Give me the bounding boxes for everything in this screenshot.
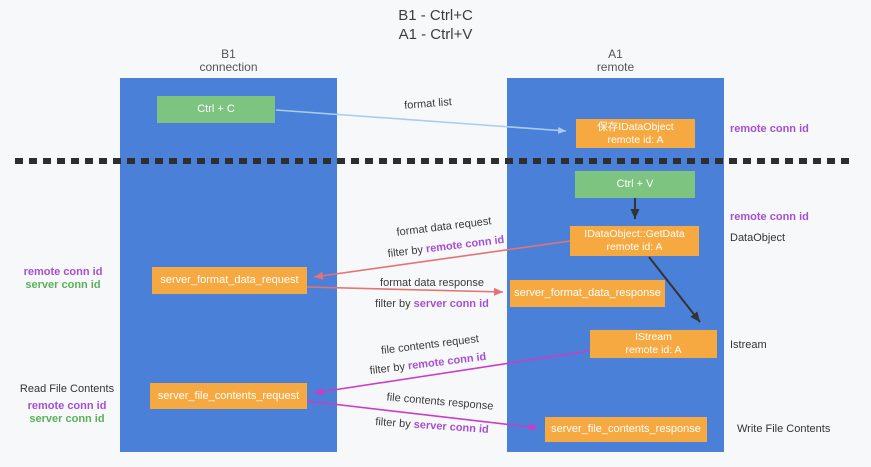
column-header-a1: A1 remote — [507, 48, 724, 74]
istream-line2: remote id: A — [625, 344, 682, 356]
remote-conn-id-text: remote conn id — [425, 233, 505, 256]
istream-line1: IStream — [635, 331, 672, 343]
server-file-contents-response-label: server_file_contents_response — [551, 423, 701, 435]
save-idataobject-line2: remote id: A — [607, 133, 664, 146]
copy-paste-divider-line — [15, 158, 853, 164]
server-format-data-request-label: server_format_data_request — [160, 274, 299, 286]
server-format-data-response-box: server_format_data_response — [510, 280, 665, 307]
getdata-line1: IDataObject::GetData — [584, 228, 685, 240]
ctrl-c-label: Ctrl + C — [197, 103, 235, 115]
filter-by-text: filter by — [375, 298, 414, 310]
dataobject-annotation: DataObject — [730, 232, 786, 244]
a1-subtitle: remote — [596, 60, 635, 74]
ctrl-c-box: Ctrl + C — [157, 96, 275, 123]
remote-conn-id-text: remote conn id — [407, 350, 487, 373]
filter-by-text: filter by — [369, 360, 409, 378]
left-conn-id-annotations: remote conn id server conn id — [18, 266, 108, 292]
title-line-2: A1 - Ctrl+V — [398, 26, 473, 43]
format-data-request-label: format data request — [395, 215, 493, 239]
format-data-response-label: format data response — [380, 277, 484, 289]
filter-by-text: filter by — [387, 243, 427, 261]
server-file-contents-response-box: server_file_contents_response — [545, 417, 707, 442]
diagram-title: B1 - Ctrl+C A1 - Ctrl+V — [0, 6, 871, 44]
server-conn-id-text: server conn id — [413, 298, 489, 310]
read-file-contents-annotations: Read File Contents remote conn id server… — [12, 383, 122, 426]
left-remote-conn-id: remote conn id — [23, 266, 103, 278]
format-list-label: format list — [403, 96, 453, 112]
remote-conn-id-annotation-mid: remote conn id — [730, 211, 809, 223]
b1-subtitle: connection — [199, 60, 258, 74]
filter-by-server-conn-id-label-2: filter by server conn id — [375, 416, 489, 436]
istream-box: IStream remote id: A — [590, 330, 717, 358]
read-file-contents-label: Read File Contents — [19, 383, 115, 395]
bottom-server-conn-id: server conn id — [29, 413, 105, 425]
write-file-contents-annotation: Write File Contents — [737, 423, 831, 435]
filter-by-text: filter by — [374, 416, 415, 431]
server-file-contents-request-label: server_file_contents_request — [157, 389, 300, 402]
istream-annotation: Istream — [730, 339, 767, 351]
a1-name: A1 — [608, 47, 623, 61]
server-file-contents-request-box: server_file_contents_request — [150, 383, 307, 409]
server-conn-id-text: server conn id — [413, 418, 490, 436]
getdata-box: IDataObject::GetData remote id: A — [570, 226, 699, 256]
filter-by-server-conn-id-label-1: filter by server conn id — [375, 298, 489, 310]
save-idataobject-box: 保存IDataObject remote id: A — [576, 119, 695, 148]
server-format-data-response-label: server_format_data_response — [514, 287, 661, 299]
file-contents-response-label: file contents response — [386, 391, 494, 413]
b1-name: B1 — [221, 47, 236, 61]
remote-conn-id-annotation-top: remote conn id — [730, 123, 809, 135]
ctrl-v-box: Ctrl + V — [575, 171, 695, 198]
left-server-conn-id: server conn id — [25, 279, 101, 291]
save-idataobject-line1: 保存IDataObject — [597, 120, 674, 133]
getdata-line2: remote id: A — [606, 241, 663, 253]
bottom-remote-conn-id: remote conn id — [27, 400, 107, 412]
title-line-1: B1 - Ctrl+C — [398, 7, 473, 24]
column-header-b1: B1 connection — [120, 48, 337, 74]
ctrl-v-label: Ctrl + V — [616, 178, 654, 190]
server-format-data-request-box: server_format_data_request — [152, 267, 307, 294]
